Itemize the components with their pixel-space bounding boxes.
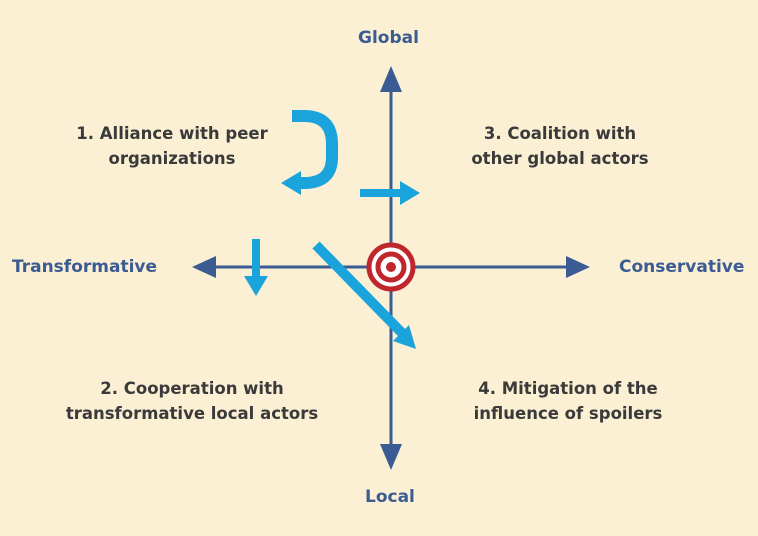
- quadrant-3-line-1: 3. Coalition with: [483, 124, 637, 143]
- quadrant-label-3: 3. Coalition with other global actors: [410, 121, 710, 171]
- quadrant-2-line-2: transformative local actors: [65, 404, 319, 423]
- target-icon: [366, 242, 416, 292]
- axis-label-global: Global: [358, 28, 419, 48]
- quadrant-1-line-2: organizations: [108, 149, 236, 168]
- axis-arrowhead-right: [566, 256, 590, 278]
- axis-label-local: Local: [365, 487, 415, 507]
- quadrant-4-line-2: influence of spoilers: [473, 404, 663, 423]
- quadrant-2-line-1: 2. Cooperation with: [100, 379, 284, 398]
- quadrant-label-4: 4. Mitigation of the influence of spoile…: [418, 376, 718, 426]
- quadrant-label-1: 1. Alliance with peer organizations: [22, 121, 322, 171]
- axis-arrowhead-up: [380, 66, 402, 92]
- mitigation-diagonal-arrow: [312, 241, 416, 349]
- cooperation-down-arrow: [244, 239, 268, 296]
- quadrant-3-line-2: other global actors: [471, 149, 649, 168]
- alliance-curved-arrow: [281, 110, 338, 195]
- quadrant-label-2: 2. Cooperation with transformative local…: [42, 376, 342, 426]
- axis-arrowhead-down: [380, 444, 402, 470]
- axis-arrowhead-left: [192, 256, 216, 278]
- axis-label-conservative: Conservative: [619, 257, 745, 277]
- coalition-right-arrow: [360, 181, 420, 205]
- quadrant-4-line-1: 4. Mitigation of the: [478, 379, 658, 398]
- axis-label-transformative: Transformative: [12, 257, 158, 277]
- quadrant-1-line-1: 1. Alliance with peer: [76, 124, 268, 143]
